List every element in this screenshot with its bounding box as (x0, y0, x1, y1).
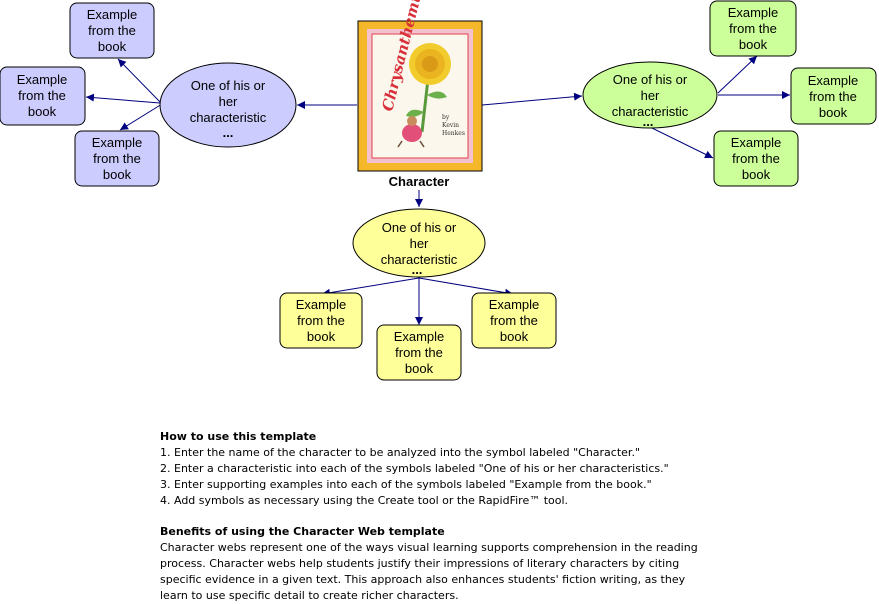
example-left-top-line1: Example (87, 7, 138, 22)
book-author-last: Henkes (442, 130, 465, 137)
characteristic-left-line4: ... (223, 125, 234, 140)
characteristic-right-line1: One of his or (613, 72, 688, 87)
characteristic-center-line3: characteristic (381, 252, 458, 267)
benefits-line-1: Character webs represent one of the ways… (160, 541, 698, 554)
edge-center-left (321, 277, 420, 297)
book-by: by (442, 114, 450, 121)
character-label: Character (389, 174, 450, 189)
edge-left-mid (85, 93, 161, 104)
howto-heading: How to use this template (160, 430, 317, 443)
connectors (85, 55, 790, 325)
example-right-bottom-line1: Example (731, 135, 782, 150)
example-left-top-line3: book (98, 39, 127, 54)
example-right-bottom-line2: from the (732, 151, 780, 166)
example-node-right-bottom[interactable]: Example from the book (713, 130, 799, 187)
example-node-right-top[interactable]: Example from the book (709, 0, 797, 57)
characteristic-right-line3: characteristic (612, 104, 689, 119)
character-node[interactable]: Chrysanthemum by Kevin Henkes Character (357, 0, 483, 189)
example-node-center-left[interactable]: Example from the book (279, 292, 363, 349)
benefits-line-2: process. Character webs help students ju… (160, 557, 680, 570)
benefits-line-4: learn to use specific detail to create r… (160, 589, 459, 602)
example-right-top-line1: Example (728, 5, 779, 20)
characteristic-center-line4: ... (412, 262, 423, 277)
example-right-mid-line3: book (819, 105, 848, 120)
characteristic-right-line4: ... (643, 114, 654, 129)
characteristic-center-line1: One of his or (382, 220, 457, 235)
example-center-mid-line1: Example (394, 329, 445, 344)
benefits-heading: Benefits of using the Character Web temp… (160, 525, 445, 538)
example-left-bottom-line1: Example (92, 135, 143, 150)
characteristic-right-line2: her (641, 88, 660, 103)
characteristic-center-line2: her (410, 236, 429, 251)
example-center-mid-line3: book (405, 361, 434, 376)
example-center-left-line1: Example (296, 297, 347, 312)
example-center-left-line2: from the (297, 313, 345, 328)
howto-step-3: 3. Enter supporting examples into each o… (160, 478, 652, 491)
example-left-top-line2: from the (88, 23, 136, 38)
example-center-left-line3: book (307, 329, 336, 344)
example-right-bottom-line3: book (742, 167, 771, 182)
example-right-top-line3: book (739, 37, 768, 52)
characteristic-node-right[interactable]: One of his or her characteristic ... (582, 61, 718, 129)
example-right-mid-line2: from the (809, 89, 857, 104)
example-left-mid-line3: book (28, 104, 57, 119)
example-center-right-line3: book (500, 329, 529, 344)
example-right-mid-line1: Example (808, 73, 859, 88)
edge-right-bottom (649, 126, 714, 159)
example-center-right-line2: from the (490, 313, 538, 328)
characteristic-left-line1: One of his or (191, 78, 266, 93)
book-author-first: Kevin (442, 122, 459, 129)
edge-left-bottom (119, 103, 163, 131)
example-node-center-right[interactable]: Example from the book (471, 292, 557, 349)
example-left-mid-line1: Example (17, 72, 68, 87)
sunflower-illustration (397, 43, 451, 148)
example-center-mid-line2: from the (395, 345, 443, 360)
edge-right-top (717, 55, 758, 94)
example-left-mid-line2: from the (18, 88, 66, 103)
example-left-bottom-line2: from the (93, 151, 141, 166)
edge-left-top (117, 58, 163, 105)
example-node-right-mid[interactable]: Example from the book (790, 67, 877, 125)
example-node-center-mid[interactable]: Example from the book (376, 324, 462, 381)
example-node-left-mid[interactable]: Example from the book (0, 66, 86, 126)
example-right-top-line2: from the (729, 21, 777, 36)
edge-character-right (481, 92, 583, 106)
howto-step-2: 2. Enter a characteristic into each of t… (160, 462, 669, 475)
example-node-left-top[interactable]: Example from the book (69, 2, 155, 59)
section-spacer (160, 509, 860, 524)
howto-step-4: 4. Add symbols as necessary using the Cr… (160, 494, 569, 507)
benefits-line-3: specific evidence in a given text. This … (160, 573, 686, 586)
characteristic-node-left[interactable]: One of his or her characteristic ... (159, 62, 297, 148)
characteristic-left-line2: her (219, 94, 238, 109)
edge-center-right (418, 277, 514, 297)
characteristic-node-center[interactable]: One of his or her characteristic ... (352, 208, 486, 278)
characteristic-left-line3: characteristic (190, 110, 267, 125)
example-center-right-line1: Example (489, 297, 540, 312)
example-node-left-bottom[interactable]: Example from the book (74, 130, 160, 187)
template-notes: How to use this template 1. Enter the na… (160, 429, 860, 604)
howto-step-1: 1. Enter the name of the character to be… (160, 446, 640, 459)
example-left-bottom-line3: book (103, 167, 132, 182)
